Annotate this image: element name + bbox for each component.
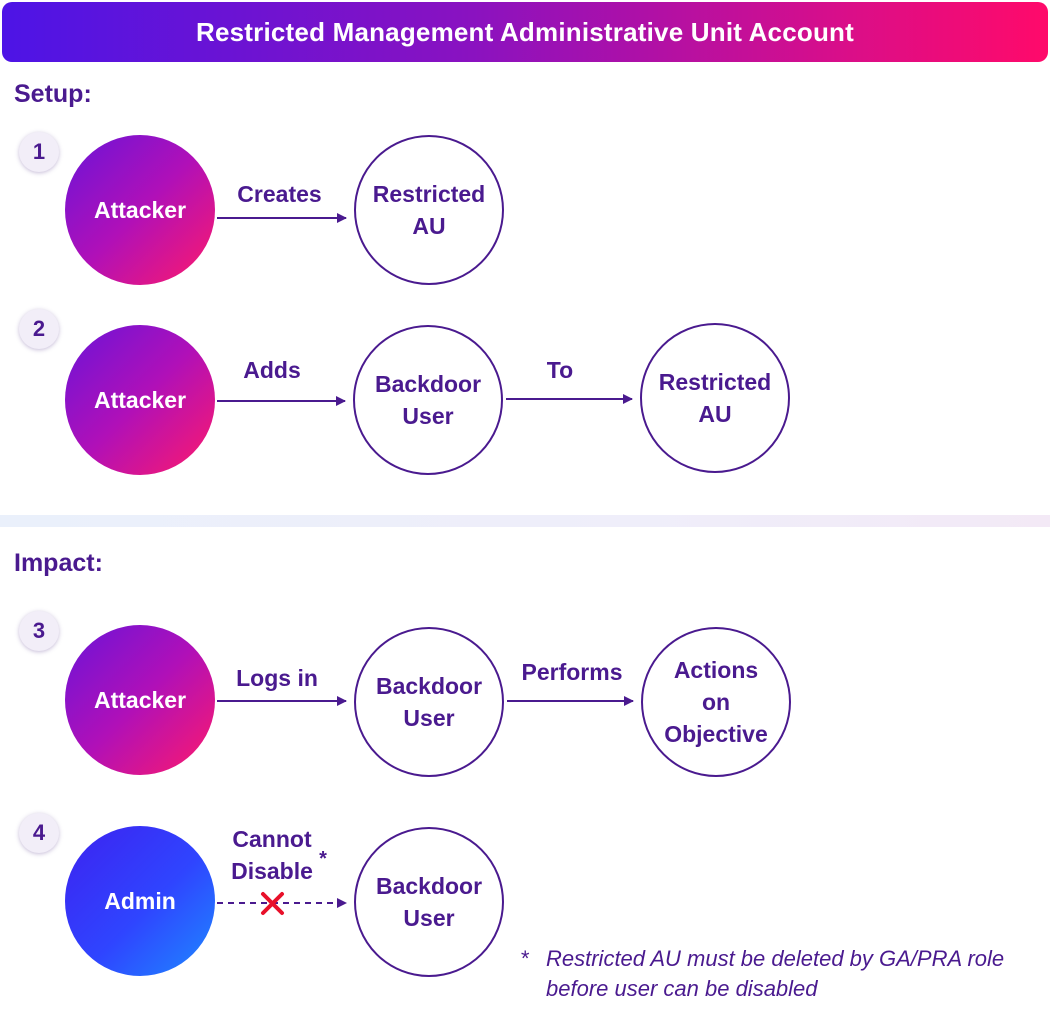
section-divider [0,515,1050,527]
edge-label-performs: Performs [521,659,623,685]
edge-label-asterisk: * [319,848,327,870]
node-attacker-step1: Attacker [65,135,215,285]
node-restricted-au-step1: Restricted AU [354,135,504,285]
node-backdoor-user-step4: Backdoor User [354,827,504,977]
node-admin: Admin [65,826,215,976]
section-title-setup: Setup: [14,80,92,108]
edge-label-logs-in: Logs in [236,665,318,691]
node-backdoor-user-step3: Backdoor User [354,627,504,777]
node-label: Backdoor User [375,673,483,731]
node-actions-on-objective: Actions on Objective [641,627,791,777]
page-title: Restricted Management Administrative Uni… [196,16,854,47]
node-backdoor-user-step2: Backdoor User [353,325,503,475]
x-mark-icon [261,892,284,915]
footnote-marker: * [520,946,529,971]
step-badge-2: 2 [19,309,59,349]
node-label: Backdoor User [374,371,482,429]
node-attacker-step3: Attacker [65,625,215,775]
edge-label-adds: Adds [243,357,301,383]
node-label: Attacker [93,387,187,413]
edge-label-creates: Creates [237,181,322,207]
footnote-text: Restricted AU must be deleted by GA/PRA … [546,946,1005,1001]
step-badge-3: 3 [19,611,59,651]
edge-label-cannot-disable: Cannot Disable [231,826,313,884]
node-attacker-step2: Attacker [65,325,215,475]
footnote: * Restricted AU must be deleted by GA/PR… [520,944,1020,1004]
node-label: Backdoor User [375,873,483,931]
section-title-impact: Impact: [14,549,103,577]
edge-label-to: To [546,357,574,383]
node-label: Admin [104,888,176,914]
step-badge-1: 1 [19,132,59,172]
node-label: Attacker [93,197,187,223]
step-badge-4: 4 [19,813,59,853]
title-banner: Restricted Management Administrative Uni… [2,2,1048,62]
node-label: Restricted AU [372,181,486,239]
node-label: Attacker [93,687,187,713]
node-label: Restricted AU [658,369,772,427]
node-restricted-au-step2: Restricted AU [640,323,790,473]
node-label: Actions on Objective [664,657,768,747]
